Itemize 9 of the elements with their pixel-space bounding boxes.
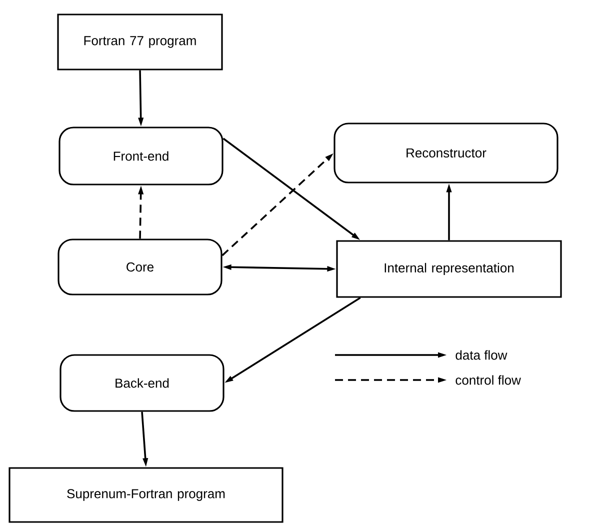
legend-label: control flow — [456, 375, 521, 385]
process-box: Internal representation — [336, 240, 562, 298]
process-box: Suprenum-Fortran program — [8, 467, 284, 523]
rounded-process-box: Back-end — [60, 354, 224, 412]
rounded-process-box: Core — [58, 238, 222, 296]
rounded-process-box: Reconstructor — [334, 122, 558, 184]
process-box: Fortran 77 program — [57, 14, 223, 70]
rounded-process-box: Front-end — [58, 126, 224, 186]
legend-label: data flow — [456, 350, 508, 360]
